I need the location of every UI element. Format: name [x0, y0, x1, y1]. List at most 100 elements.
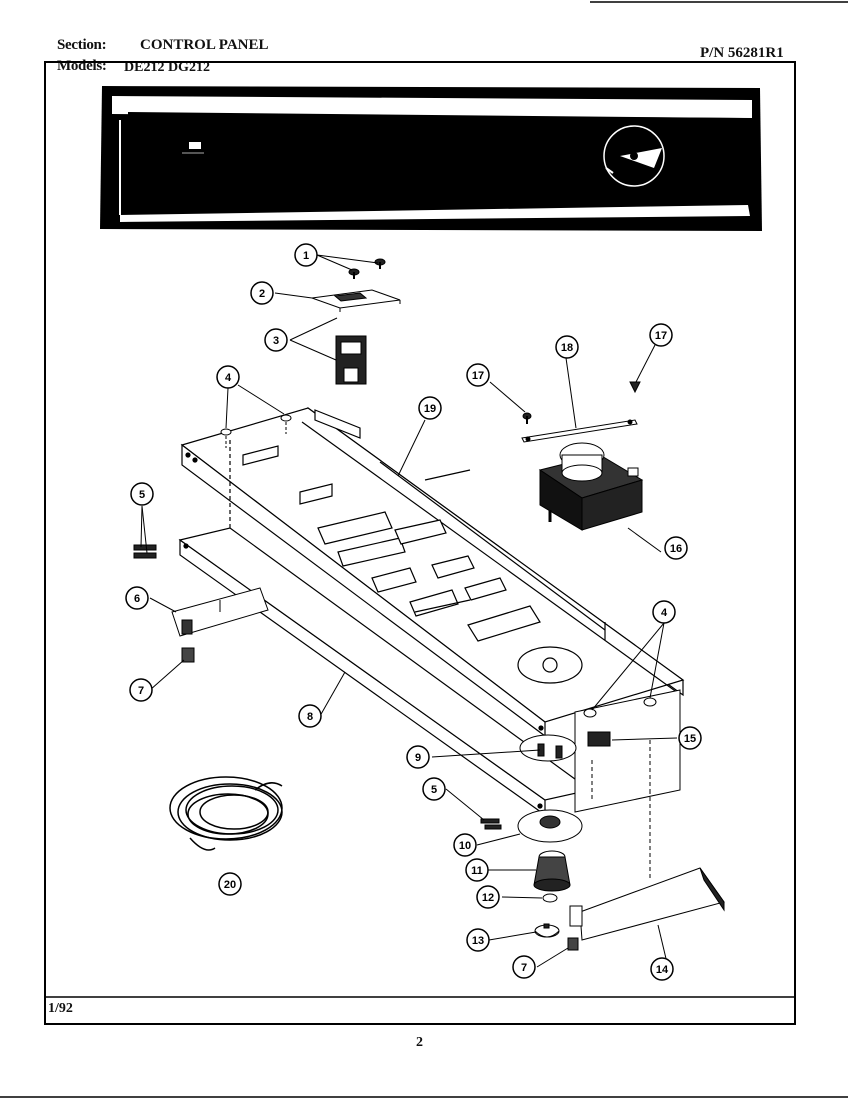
- footer-date: 1/92: [48, 1001, 73, 1016]
- callout-number: 4: [225, 372, 232, 384]
- callout-number: 18: [561, 342, 573, 354]
- callout-number: 5: [431, 784, 437, 796]
- clip-7-lower: [567, 937, 579, 951]
- callout-circle: [298, 704, 322, 728]
- callout-number: 16: [670, 543, 682, 555]
- callout-circle: [664, 536, 688, 560]
- callout-8: 8: [298, 704, 322, 728]
- section-label: Section:: [57, 37, 107, 53]
- callout-number: 6: [134, 593, 140, 605]
- callout-circle: [512, 955, 536, 979]
- callout-circle: [250, 281, 274, 305]
- callout-5: 5: [422, 777, 446, 801]
- callout-circle: [218, 872, 242, 896]
- callout-circle: [466, 928, 490, 952]
- callout-number: 17: [655, 330, 667, 342]
- callout-number: 7: [138, 685, 144, 697]
- washer-12: [542, 893, 558, 903]
- screws-17: [522, 381, 641, 424]
- callout-circle: [652, 600, 676, 624]
- callout-circle: [555, 335, 579, 359]
- leader-lines: [140, 254, 678, 968]
- callout-circle: [649, 323, 673, 347]
- callout-18: 18: [555, 335, 579, 359]
- screws-5-lower: [480, 818, 502, 830]
- callout-17: 17: [466, 363, 490, 387]
- support-14: [569, 790, 725, 941]
- callout-circle: [422, 777, 446, 801]
- callout-circle: [466, 363, 490, 387]
- callout-12: 12: [476, 885, 500, 909]
- callout-number: 13: [472, 935, 484, 947]
- callout-7: 7: [129, 678, 153, 702]
- bar-18: [521, 419, 638, 443]
- callout-circle: [650, 957, 674, 981]
- callout-20: 20: [218, 872, 242, 896]
- callout-4: 4: [216, 365, 240, 389]
- part-number: P/N 56281R1: [700, 45, 784, 61]
- rail-8: [178, 440, 592, 817]
- callout-circle: [465, 858, 489, 882]
- callout-15: 15: [678, 726, 702, 750]
- callout-13: 13: [466, 928, 490, 952]
- diagram-frame: [44, 61, 796, 1025]
- bracket-6: [171, 587, 269, 637]
- callout-circle: [476, 885, 500, 909]
- callout-7: 7: [512, 955, 536, 979]
- callout-circle: [130, 482, 154, 506]
- wiring-harness-20: [169, 776, 283, 851]
- callout-9: 9: [406, 745, 430, 769]
- callout-circle: [216, 365, 240, 389]
- screws-1: [348, 258, 386, 279]
- callout-16: 16: [664, 536, 688, 560]
- callout-circle: [678, 726, 702, 750]
- callout-number: 19: [424, 403, 436, 415]
- callout-1: 1: [294, 243, 318, 267]
- callout-number: 8: [307, 711, 313, 723]
- callout-3: 3: [264, 328, 288, 352]
- callout-number: 15: [684, 733, 696, 745]
- callout-circle: [406, 745, 430, 769]
- clip-7-left: [181, 647, 195, 663]
- callout-19: 19: [418, 396, 442, 420]
- callout-number: 14: [656, 964, 669, 976]
- callout-number: 5: [139, 489, 145, 501]
- callout-number: 9: [415, 752, 421, 764]
- callout-17: 17: [649, 323, 673, 347]
- callout-circle: [264, 328, 288, 352]
- callout-5: 5: [130, 482, 154, 506]
- callout-circle: [418, 396, 442, 420]
- callout-number: 11: [471, 865, 483, 877]
- callout-2: 2: [250, 281, 274, 305]
- control-panel-facia: [100, 86, 762, 231]
- screws-5-left: [133, 544, 157, 559]
- callout-10: 10: [453, 833, 477, 857]
- dial-plate-10: [517, 809, 583, 843]
- callout-circle: [125, 586, 149, 610]
- callout-number: 7: [521, 962, 527, 974]
- callout-number: 20: [224, 879, 236, 891]
- models-value: DE212 DG212: [124, 60, 210, 75]
- callout-number: 2: [259, 288, 265, 300]
- panel-chassis-19: [180, 407, 685, 738]
- callout-circle: [453, 833, 477, 857]
- callout-number: 12: [482, 892, 494, 904]
- callout-circle: [129, 678, 153, 702]
- callout-4: 4: [652, 600, 676, 624]
- callout-number: 3: [273, 335, 279, 347]
- section-title: CONTROL PANEL: [140, 37, 269, 53]
- cap-13: [534, 923, 560, 938]
- callout-11: 11: [465, 858, 489, 882]
- switch-3: [335, 335, 367, 385]
- lower-right-assembly: [519, 689, 681, 813]
- timer-16: [538, 442, 644, 531]
- callout-circle: [294, 243, 318, 267]
- page-number: 2: [416, 1035, 423, 1050]
- callout-number: 4: [661, 607, 668, 619]
- callout-number: 17: [472, 370, 484, 382]
- callout-14: 14: [650, 957, 674, 981]
- washers-4-top: [220, 414, 292, 448]
- callout-number: 1: [303, 250, 309, 262]
